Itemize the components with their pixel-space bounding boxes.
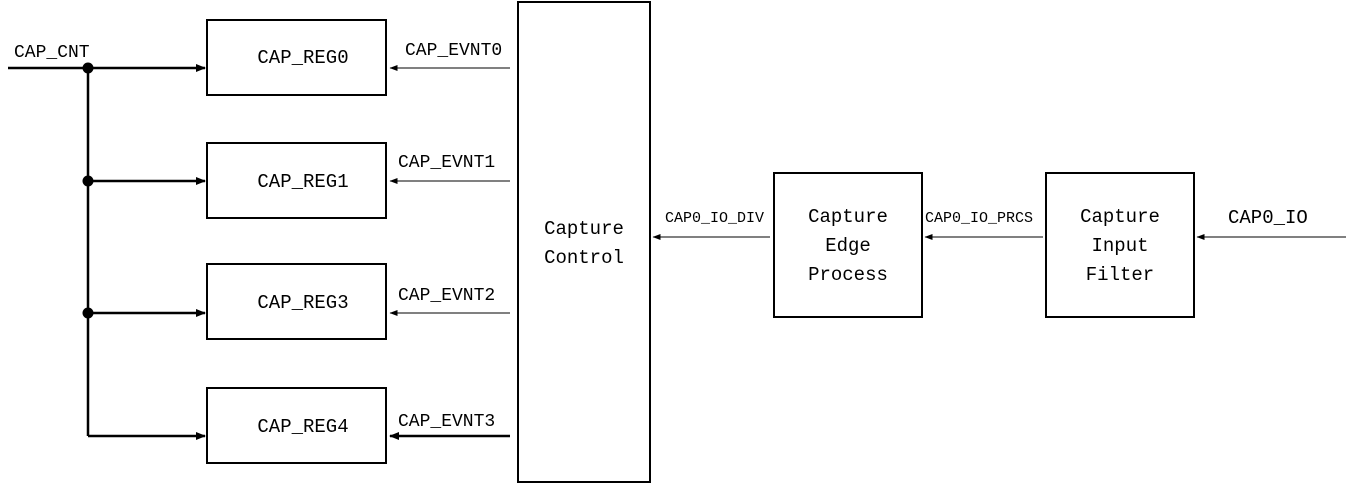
cap-reg3-label: CAP_REG3 [257,292,348,314]
edge-process-line1: Capture [808,206,888,228]
edge-process-line3: Process [808,264,888,286]
cap-reg0-box [206,19,387,96]
input-filter-line3: Filter [1086,264,1154,286]
cap-reg4-box [206,387,387,464]
cap-evnt0-label: CAP_EVNT0 [405,41,502,61]
cap-reg0-label: CAP_REG0 [257,47,348,69]
cap-evnt2-label: CAP_EVNT2 [398,286,495,306]
capture-control-line2: Control [544,247,624,269]
cap0-io-div-label: CAP0_IO_DIV [665,210,764,227]
input-filter-line1: Capture [1080,206,1160,228]
capture-control-line1: Capture [544,218,624,240]
cap-reg4-label: CAP_REG4 [257,416,348,438]
cap-reg1-box [206,142,387,219]
cap0-io-prcs-label: CAP0_IO_PRCS [925,210,1033,227]
edge-process-box [773,172,923,318]
input-filter-box [1045,172,1195,318]
input-filter-line2: Input [1091,235,1148,257]
capture-control-box [517,1,651,483]
edge-process-line2: Edge [825,235,871,257]
cap-cnt-label: CAP_CNT [14,43,90,63]
cap-evnt1-label: CAP_EVNT1 [398,153,495,173]
cap0-io-label: CAP0_IO [1228,207,1308,229]
cap-reg1-label: CAP_REG1 [257,171,348,193]
cap-evnt3-label: CAP_EVNT3 [398,412,495,432]
cap-reg3-box [206,263,387,340]
